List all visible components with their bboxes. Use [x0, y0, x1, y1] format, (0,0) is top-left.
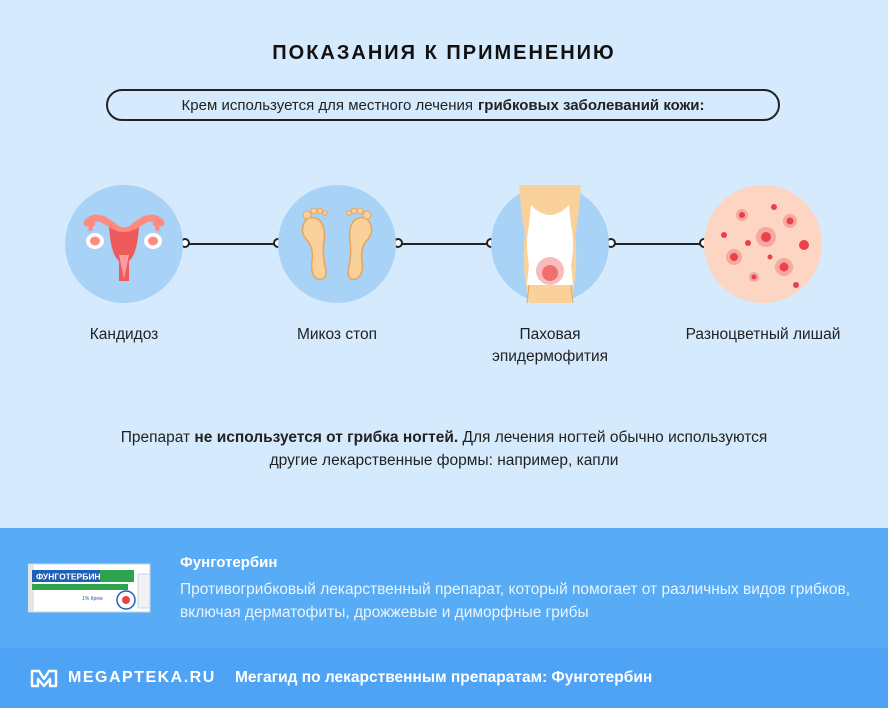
note-bold: не используется от грибка ногтей. — [194, 429, 459, 446]
brand-name[interactable]: MEGAPTEKA.RU — [68, 669, 216, 686]
product-band: ФУНГОТЕРБИН 1% Крем Фунготербин Противог… — [0, 528, 888, 648]
connector-line — [185, 243, 278, 245]
product-description: Противогрибковый лекарственный препарат,… — [180, 581, 851, 621]
condition-circle-candidiasis — [65, 185, 183, 303]
feet-icon — [301, 207, 373, 281]
note-suffix: Для лечения ногтей обычно используются д… — [269, 429, 768, 469]
megapteka-logo-icon[interactable] — [30, 668, 58, 688]
footer-guide-link[interactable]: Мегагид по лекарственным препаратам: Фун… — [235, 669, 653, 686]
intro-text: Крем используется для местного лечения — [181, 96, 474, 114]
package-brand: ФУНГОТЕРБИН — [36, 572, 101, 582]
groin-icon — [519, 185, 581, 303]
product-package-image: ФУНГОТЕРБИН 1% Крем — [28, 563, 151, 613]
condition-label: Кандидоз — [89, 326, 159, 343]
connector-line — [611, 243, 704, 245]
condition-label: Микоз стоп — [296, 326, 378, 343]
condition-circle-groin — [491, 185, 609, 303]
package-strength: 1% Крем — [82, 596, 103, 602]
condition-label: Паховая эпидермофития — [491, 326, 609, 365]
page-title: ПОКАЗАНИЯ К ПРИМЕНЕНИЮ — [272, 42, 616, 64]
condition-circle-foot-mycosis — [278, 185, 396, 303]
indications-section: ПОКАЗАНИЯ К ПРИМЕНЕНИЮ Крем используется… — [65, 42, 841, 472]
note-prefix: Препарат — [120, 429, 191, 446]
product-name: Фунготербин — [180, 554, 278, 571]
nail-fungus-note: Препарат не используется от грибка ногте… — [100, 426, 788, 472]
footer-bar: MEGAPTEKA.RU Мегагид по лекарственным пр… — [0, 648, 888, 708]
intro-bold-text: грибковых заболеваний кожи: — [478, 96, 705, 114]
intro-banner: Крем используется для местного лечения г… — [106, 89, 780, 121]
condition-label: Разноцветный лишай — [685, 326, 841, 343]
condition-circle-versicolor — [704, 185, 822, 303]
connector-line — [398, 243, 491, 245]
uterus-icon — [83, 214, 165, 281]
skin-rash-icon — [704, 185, 822, 303]
